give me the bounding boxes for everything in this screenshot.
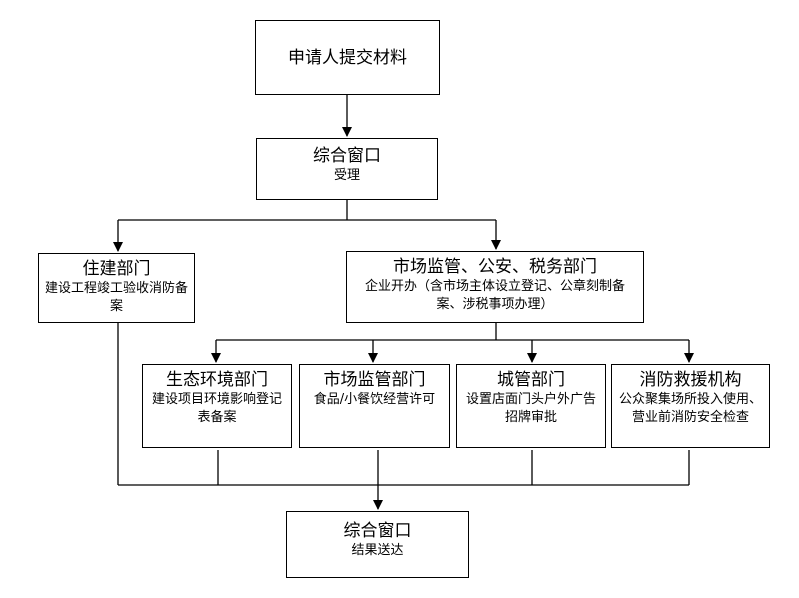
node-market-supervision-title: 市场监管部门 — [323, 370, 426, 390]
node-urban-title: 城管部门 — [497, 370, 565, 390]
node-market-supervision-sub: 食品/小餐饮经营许可 — [313, 392, 436, 407]
node-housing-sub: 建设工程竣工验收消防备案 — [45, 281, 189, 314]
node-window-delivery-title: 综合窗口 — [343, 521, 412, 541]
node-window-accept-sub: 受理 — [333, 168, 360, 183]
node-apply-title: 申请人提交材料 — [288, 48, 407, 68]
node-urban: 城管部门 设置店面门头户外广告招牌审批 — [456, 364, 606, 448]
node-fire-title: 消防救援机构 — [639, 370, 742, 390]
node-market-sub: 企业开办（含市场主体设立登记、公章刻制备案、涉税事项办理） — [364, 279, 625, 312]
node-urban-sub: 设置店面门头户外广告招牌审批 — [465, 392, 596, 425]
node-eco-sub: 建设项目环境影响登记表备案 — [151, 392, 282, 425]
node-fire-sub: 公众聚集场所投入使用、营业前消防安全检查 — [618, 392, 762, 425]
node-window-delivery: 综合窗口 结果送达 — [286, 511, 469, 578]
node-eco: 生态环境部门 建设项目环境影响登记表备案 — [142, 364, 292, 448]
node-eco-title: 生态环境部门 — [166, 370, 268, 390]
node-market-title: 市场监管、公安、税务部门 — [393, 257, 597, 277]
node-window-accept-title: 综合窗口 — [313, 146, 381, 166]
node-window-accept: 综合窗口 受理 — [256, 138, 438, 200]
node-market-supervision: 市场监管部门 食品/小餐饮经营许可 — [299, 364, 450, 448]
node-fire: 消防救援机构 公众聚集场所投入使用、营业前消防安全检查 — [611, 364, 770, 448]
node-housing-title: 住建部门 — [82, 259, 151, 279]
node-apply: 申请人提交材料 — [255, 20, 440, 95]
node-market: 市场监管、公安、税务部门 企业开办（含市场主体设立登记、公章刻制备案、涉税事项办… — [346, 251, 644, 323]
node-housing: 住建部门 建设工程竣工验收消防备案 — [38, 253, 195, 323]
node-window-delivery-sub: 结果送达 — [351, 543, 404, 558]
